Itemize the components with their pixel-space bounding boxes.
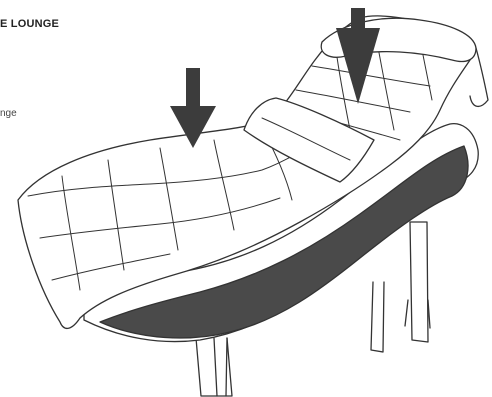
caption-text: nge [0,108,17,119]
pressure-arrow-icon [170,68,216,148]
cushion-tufting [27,35,433,291]
lounge-base-shadow [99,145,469,339]
page-title: E LOUNGE [0,18,60,30]
pressure-arrow-icon [336,8,380,104]
lounge-legs [195,221,431,397]
